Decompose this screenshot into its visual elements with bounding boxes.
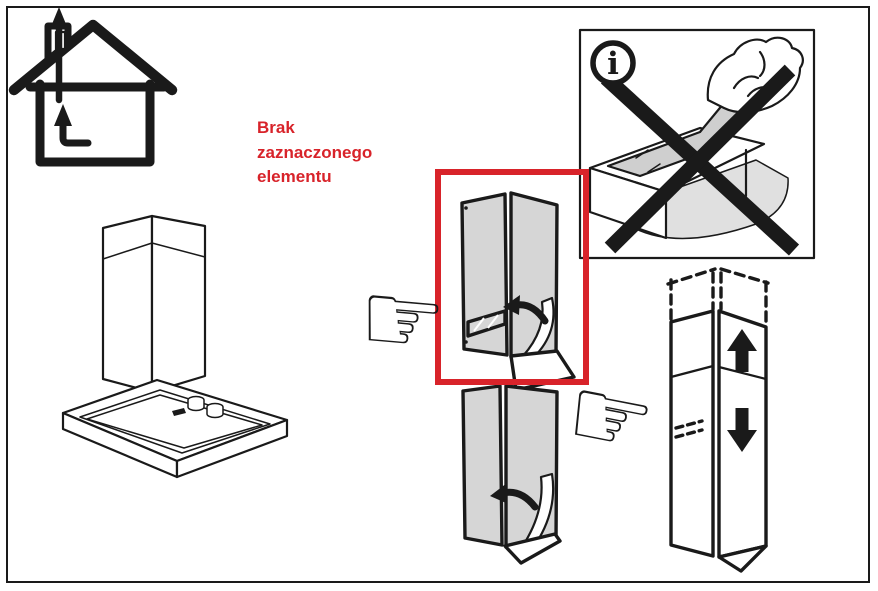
pointing-hand-right-icon: ☞: [557, 353, 664, 482]
house-exhaust-icon: [8, 7, 178, 167]
hood-column-seam: [102, 242, 206, 260]
chimney-pieces-figure: [435, 169, 589, 565]
hood-switch: [172, 408, 186, 416]
peel-arrow-shaft: [513, 301, 549, 325]
control-knob: [187, 395, 205, 412]
info-icon-glyph: i: [607, 46, 619, 82]
vent-grille: [466, 309, 507, 338]
bottom-flap: [717, 544, 768, 573]
lower-chimney-piece: [461, 384, 562, 565]
bottom-flap: [503, 532, 562, 565]
slide-down-arrow: [727, 408, 757, 452]
airflow-arrow-shaft: [59, 118, 92, 147]
canopy-groove-outer: [79, 389, 271, 454]
pointing-hand-left-icon: ☞: [353, 259, 451, 380]
screw-hole: [464, 206, 468, 210]
annotation-line: zaznaczonego: [257, 142, 373, 162]
screw-hole: [464, 340, 468, 344]
info-icon: [590, 40, 636, 86]
exhaust-arrow-head: [50, 7, 68, 29]
annotation-line: elementu: [257, 167, 332, 186]
house-body: [35, 79, 155, 167]
annotation-line: Brak: [257, 118, 295, 137]
control-knob: [206, 402, 224, 419]
airflow-arrow-head: [54, 104, 72, 126]
prohibition-x-icon: [600, 64, 800, 256]
peel-arrow-head: [503, 295, 520, 315]
vent-grille-slots: [473, 314, 499, 332]
peeling-hand: [706, 36, 804, 114]
telescopic-chimney-figure: [666, 267, 770, 573]
peel-arrow-head: [490, 483, 507, 503]
cooker-hood-figure: [61, 214, 289, 479]
press-point-dashes: [674, 419, 704, 439]
section-seam: [669, 364, 768, 381]
upper-chimney-piece: [460, 191, 576, 392]
missing-element-highlight: [435, 169, 589, 385]
hood-chimney-column: [101, 214, 207, 394]
extension-dashed-outline: [666, 267, 770, 324]
house-roof: [8, 19, 178, 96]
canopy-groove-inner: [86, 394, 263, 449]
slide-up-arrow: [727, 329, 757, 372]
missing-element-annotation: Brak zaznaczonego elementu: [257, 116, 372, 190]
hood-canopy: [61, 378, 289, 479]
info-warning-figure: i: [578, 28, 816, 260]
